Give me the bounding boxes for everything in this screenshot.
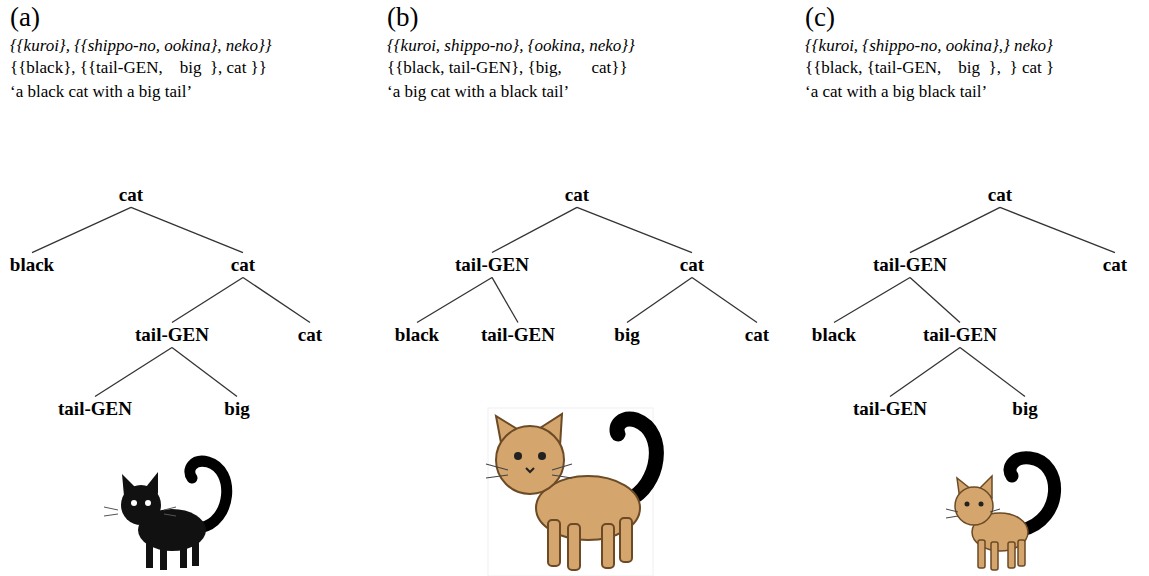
- node-label: cat: [745, 324, 769, 345]
- node-label: cat: [680, 254, 704, 275]
- translation: ‘a cat with a big black tail’: [805, 82, 987, 102]
- node-label: cat: [119, 184, 143, 205]
- tree-node: tail-GEN: [479, 324, 557, 347]
- tree-node: cat: [678, 254, 706, 277]
- tree-branch: [910, 277, 960, 322]
- node-label: big: [224, 398, 249, 419]
- tree-branch: [243, 277, 310, 322]
- black-cat: [104, 461, 227, 570]
- tree-node: cat: [743, 324, 771, 347]
- tree-branch: [172, 347, 237, 396]
- panel-letter: (c): [805, 2, 835, 33]
- node-label: cat: [1103, 254, 1127, 275]
- tree-node: tail-GEN: [56, 398, 134, 421]
- tan-cat-large: [486, 414, 656, 570]
- tree-node: black: [810, 324, 858, 347]
- tree-branch: [577, 207, 692, 252]
- gloss-bracketing: {{black}, {{tail-GEN, big }, cat }}: [10, 58, 267, 78]
- japanese-bracketing: {{kuroi, {shippo-no, ookina},} neko}: [805, 36, 1053, 56]
- panel-letter: (b): [387, 2, 418, 33]
- tree-branch: [1000, 207, 1115, 252]
- tree-node: tail-GEN: [871, 254, 949, 277]
- tree-branch: [492, 207, 577, 252]
- tree-node: tail-GEN: [133, 324, 211, 347]
- node-label: tail-GEN: [873, 254, 947, 275]
- node-label: tail-GEN: [135, 324, 209, 345]
- tree-node: tail-GEN: [921, 324, 999, 347]
- tree-node: big: [222, 398, 251, 421]
- panel-letter: (a): [10, 2, 40, 33]
- tree-node: cat: [117, 184, 145, 207]
- gloss-bracketing: {{black, {tail-GEN, big }, } cat }: [805, 58, 1054, 78]
- tree-branch: [910, 207, 1000, 252]
- tree-node: cat: [986, 184, 1014, 207]
- node-label: tail-GEN: [853, 398, 927, 419]
- tree-node: big: [612, 324, 641, 347]
- tree-branch: [890, 347, 960, 396]
- translation: ‘a big cat with a black tail’: [387, 82, 569, 102]
- node-label: black: [812, 324, 856, 345]
- node-label: black: [10, 254, 54, 275]
- tree-node: tail-GEN: [851, 398, 929, 421]
- node-label: cat: [231, 254, 255, 275]
- tree-node: big: [1010, 398, 1039, 421]
- japanese-bracketing: {{kuroi}, {{shippo-no, ookina}, neko}}: [10, 36, 272, 56]
- node-label: black: [395, 324, 439, 345]
- tree-branch: [32, 207, 131, 252]
- tree-branch: [95, 347, 172, 396]
- tree-branch: [834, 277, 910, 322]
- node-label: tail-GEN: [455, 254, 529, 275]
- node-label: tail-GEN: [58, 398, 132, 419]
- node-label: tail-GEN: [481, 324, 555, 345]
- tree-node: cat: [296, 324, 324, 347]
- tree-branch: [627, 277, 692, 322]
- node-label: cat: [988, 184, 1012, 205]
- tree-node: cat: [563, 184, 591, 207]
- tree-branch: [172, 277, 243, 322]
- node-label: big: [1012, 398, 1037, 419]
- tree-branch: [417, 277, 492, 322]
- tree-node: cat: [1101, 254, 1129, 277]
- node-label: cat: [298, 324, 322, 345]
- node-label: cat: [565, 184, 589, 205]
- node-label: big: [614, 324, 639, 345]
- tree-branch: [960, 347, 1025, 396]
- tree-branch: [131, 207, 243, 252]
- gloss-bracketing: {{black, tail-GEN}, {big, cat}}: [387, 58, 628, 78]
- tree-branch: [492, 277, 518, 322]
- tree-node: cat: [229, 254, 257, 277]
- translation: ‘a black cat with a big tail’: [10, 82, 192, 102]
- tree-node: tail-GEN: [453, 254, 531, 277]
- japanese-bracketing: {{kuroi, shippo-no}, {ookina, neko}}: [387, 36, 635, 56]
- tree-branch: [692, 277, 757, 322]
- tan-cat-small: [946, 458, 1055, 570]
- tree-node: black: [8, 254, 56, 277]
- node-label: tail-GEN: [923, 324, 997, 345]
- tree-node: black: [393, 324, 441, 347]
